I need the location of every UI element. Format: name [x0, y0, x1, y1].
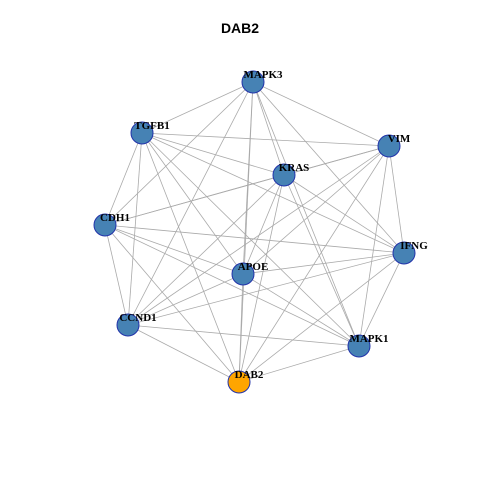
- edge-tgfb1-vim: [141, 132, 390, 147]
- edge-ifng-apoe: [242, 252, 405, 275]
- edge-mapk1-dab2: [238, 345, 360, 383]
- node-label-apoe: APOE: [238, 261, 269, 273]
- edge-apoe-dab2: [238, 273, 244, 383]
- node-label-vim: VIM: [388, 133, 411, 145]
- node-apoe: [231, 262, 255, 286]
- edge-vim-ifng: [388, 145, 405, 254]
- edge-tgfb1-kras: [141, 132, 285, 176]
- edge-tgfb1-mapk1: [141, 132, 360, 347]
- edge-tgfb1-cdh1: [104, 132, 143, 226]
- edge-cdh1-apoe: [104, 224, 244, 275]
- edge-kras-apoe: [242, 174, 285, 275]
- edge-cdh1-dab2: [104, 224, 240, 383]
- edge-vim-mapk1: [358, 145, 390, 347]
- edge-mapk3-cdh1: [104, 81, 254, 226]
- node-label-tgfb1: TGFB1: [134, 120, 169, 132]
- edge-kras-ccnd1: [127, 174, 285, 326]
- node-label-dab2: DAB2: [235, 369, 264, 381]
- edge-mapk3-ifng: [252, 81, 405, 254]
- edge-mapk3-vim: [252, 81, 390, 147]
- edge-vim-ccnd1: [127, 145, 390, 326]
- node-cdh1: [93, 213, 117, 237]
- edge-tgfb1-ccnd1: [127, 132, 143, 326]
- edge-ifng-dab2: [238, 252, 405, 383]
- edge-ccnd1-mapk1: [127, 324, 360, 347]
- node-mapk1: [347, 334, 371, 358]
- node-tgfb1: [130, 121, 154, 145]
- nodes-layer: [93, 70, 416, 394]
- edge-kras-ifng: [283, 174, 405, 254]
- edge-mapk3-ccnd1: [127, 81, 254, 326]
- node-label-kras: KRAS: [279, 162, 310, 174]
- edges-layer: [104, 81, 405, 383]
- node-ccnd1: [116, 313, 140, 337]
- edge-cdh1-mapk1: [104, 224, 360, 347]
- edge-mapk3-tgfb1: [141, 81, 254, 134]
- node-label-cdh1: CDH1: [100, 212, 130, 224]
- edge-ifng-ccnd1: [127, 252, 405, 326]
- edge-vim-dab2: [238, 145, 390, 383]
- edge-ccnd1-dab2: [127, 324, 240, 383]
- node-label-ifng: IFNG: [400, 240, 428, 252]
- edge-mapk3-kras: [252, 81, 285, 176]
- edge-cdh1-ifng: [104, 224, 405, 254]
- edge-mapk3-dab2: [238, 81, 254, 383]
- edge-tgfb1-dab2: [141, 132, 240, 383]
- edge-tgfb1-apoe: [141, 132, 244, 275]
- edge-cdh1-ccnd1: [104, 224, 129, 326]
- edge-kras-dab2: [238, 174, 285, 383]
- edge-tgfb1-ifng: [141, 132, 405, 254]
- figure-title: DAB2: [220, 20, 260, 36]
- edge-kras-cdh1: [104, 174, 285, 226]
- node-label-mapk3: MAPK3: [243, 69, 283, 81]
- node-dab2: [227, 370, 251, 394]
- node-label-mapk1: MAPK1: [349, 333, 388, 345]
- edge-mapk3-mapk1: [252, 81, 360, 347]
- edge-apoe-ccnd1: [127, 273, 244, 326]
- node-vim: [377, 134, 401, 158]
- node-kras: [272, 163, 296, 187]
- edge-kras-mapk1: [283, 174, 360, 347]
- node-mapk3: [241, 70, 265, 94]
- node-ifng: [392, 241, 416, 265]
- edge-ifng-mapk1: [358, 252, 405, 347]
- edge-vim-apoe: [242, 145, 390, 275]
- node-label-ccnd1: CCND1: [119, 312, 156, 324]
- edge-apoe-mapk1: [242, 273, 360, 347]
